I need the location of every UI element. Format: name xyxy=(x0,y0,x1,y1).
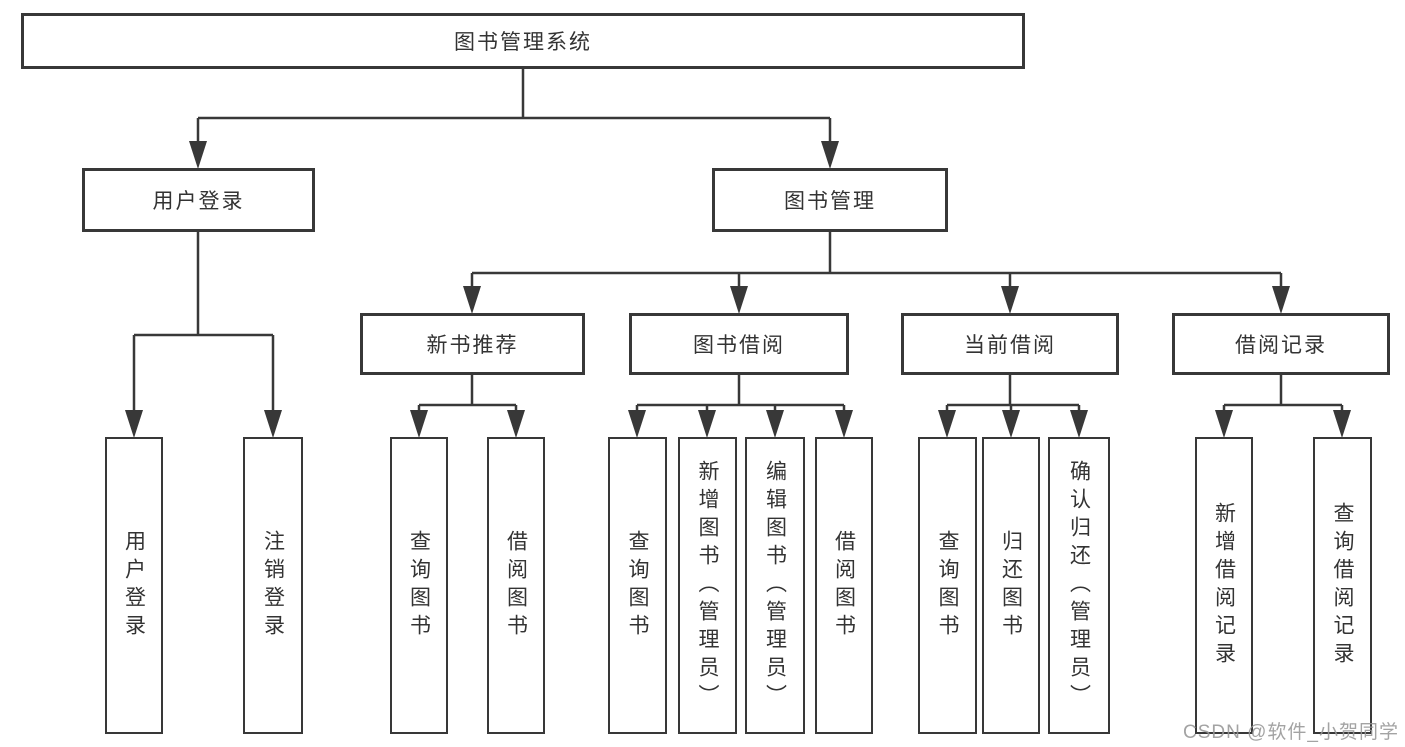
leaf-query-books-3: 查询图书 xyxy=(918,437,977,734)
node-book-management: 图书管理 xyxy=(712,168,948,232)
node-user-login-label: 用户登录 xyxy=(152,190,245,213)
leaf-edit-book-admin-label: 编辑图书（管理员） xyxy=(763,459,787,712)
leaf-confirm-return-admin-label: 确认归还（管理员） xyxy=(1067,459,1091,712)
leaf-borrow-books-2: 借阅图书 xyxy=(815,437,873,734)
arrowhead-leaf-return-books xyxy=(1002,410,1020,438)
leaf-user-login-label: 用户登录 xyxy=(122,529,146,642)
leaf-query-borrow-record: 查询借阅记录 xyxy=(1313,437,1372,734)
node-book-management-label: 图书管理 xyxy=(784,190,876,213)
leaf-logout-label: 注销登录 xyxy=(261,529,285,642)
connector-book-management-children xyxy=(470,232,1283,289)
csdn-watermark: CSDN @软件_小贺同学 xyxy=(1183,722,1399,743)
leaf-add-borrow-record-label: 新增借阅记录 xyxy=(1212,501,1236,670)
node-borrow-records-label: 借阅记录 xyxy=(1235,334,1327,357)
arrowhead-leaf-query-books-2 xyxy=(628,410,646,438)
leaf-logout: 注销登录 xyxy=(243,437,303,734)
arrowhead-leaf-edit-book xyxy=(766,410,784,438)
arrowhead-book-management xyxy=(821,141,839,169)
leaf-add-book-admin: 新增图书（管理员） xyxy=(678,437,737,734)
connector-new-book-recommend-children xyxy=(417,375,518,412)
leaf-user-login: 用户登录 xyxy=(105,437,163,734)
arrowhead-leaf-add-borrow-record xyxy=(1215,410,1233,438)
node-current-borrow-label: 当前借阅 xyxy=(964,334,1056,357)
node-current-borrow: 当前借阅 xyxy=(901,313,1119,375)
leaf-borrow-books-1: 借阅图书 xyxy=(487,437,545,734)
leaf-query-borrow-record-label: 查询借阅记录 xyxy=(1331,501,1354,670)
node-new-book-recommend: 新书推荐 xyxy=(360,313,585,375)
arrowhead-book-borrow xyxy=(730,286,748,314)
node-root-label: 图书管理系统 xyxy=(454,31,592,54)
arrowhead-user-login xyxy=(189,141,207,169)
connector-user-login-children xyxy=(132,232,275,411)
leaf-return-books-label: 归还图书 xyxy=(999,529,1023,642)
node-book-borrow: 图书借阅 xyxy=(629,313,849,375)
leaf-edit-book-admin: 编辑图书（管理员） xyxy=(745,437,805,734)
connector-book-borrow-children xyxy=(635,375,846,412)
leaf-confirm-return-admin: 确认归还（管理员） xyxy=(1048,437,1110,734)
node-user-login: 用户登录 xyxy=(82,168,315,232)
arrowhead-leaf-add-book xyxy=(698,410,716,438)
connector-current-borrow-children xyxy=(945,375,1081,412)
leaf-borrow-books-1-label: 借阅图书 xyxy=(504,529,528,642)
leaf-add-borrow-record: 新增借阅记录 xyxy=(1195,437,1253,734)
arrowhead-leaf-borrow-books-2 xyxy=(835,410,853,438)
node-borrow-records: 借阅记录 xyxy=(1172,313,1390,375)
arrowhead-new-book-recommend xyxy=(463,286,481,314)
leaf-query-books-3-label: 查询图书 xyxy=(936,529,959,642)
leaf-query-books-1: 查询图书 xyxy=(390,437,448,734)
arrowhead-leaf-query-books-3 xyxy=(938,410,956,438)
arrowhead-leaf-query-borrow-record xyxy=(1333,410,1351,438)
arrowhead-leaf-borrow-books-1 xyxy=(507,410,525,438)
connector-root-to-level2 xyxy=(196,69,832,143)
leaf-query-books-1-label: 查询图书 xyxy=(407,529,431,642)
arrowhead-leaf-logout xyxy=(264,410,282,438)
leaf-return-books: 归还图书 xyxy=(982,437,1040,734)
node-new-book-recommend-label: 新书推荐 xyxy=(426,334,519,357)
leaf-borrow-books-2-label: 借阅图书 xyxy=(832,529,856,642)
leaf-query-books-2-label: 查询图书 xyxy=(626,529,649,642)
arrowhead-leaf-user-login xyxy=(125,410,143,438)
leaf-add-book-admin-label: 新增图书（管理员） xyxy=(696,459,719,712)
node-book-borrow-label: 图书借阅 xyxy=(693,334,785,357)
node-root: 图书管理系统 xyxy=(21,13,1025,69)
connector-borrow-records-children xyxy=(1222,375,1344,412)
arrowhead-borrow-records xyxy=(1272,286,1290,314)
arrowhead-current-borrow xyxy=(1001,286,1019,314)
arrowhead-leaf-confirm-return xyxy=(1070,410,1088,438)
leaf-query-books-2: 查询图书 xyxy=(608,437,667,734)
arrowhead-leaf-query-books-1 xyxy=(410,410,428,438)
